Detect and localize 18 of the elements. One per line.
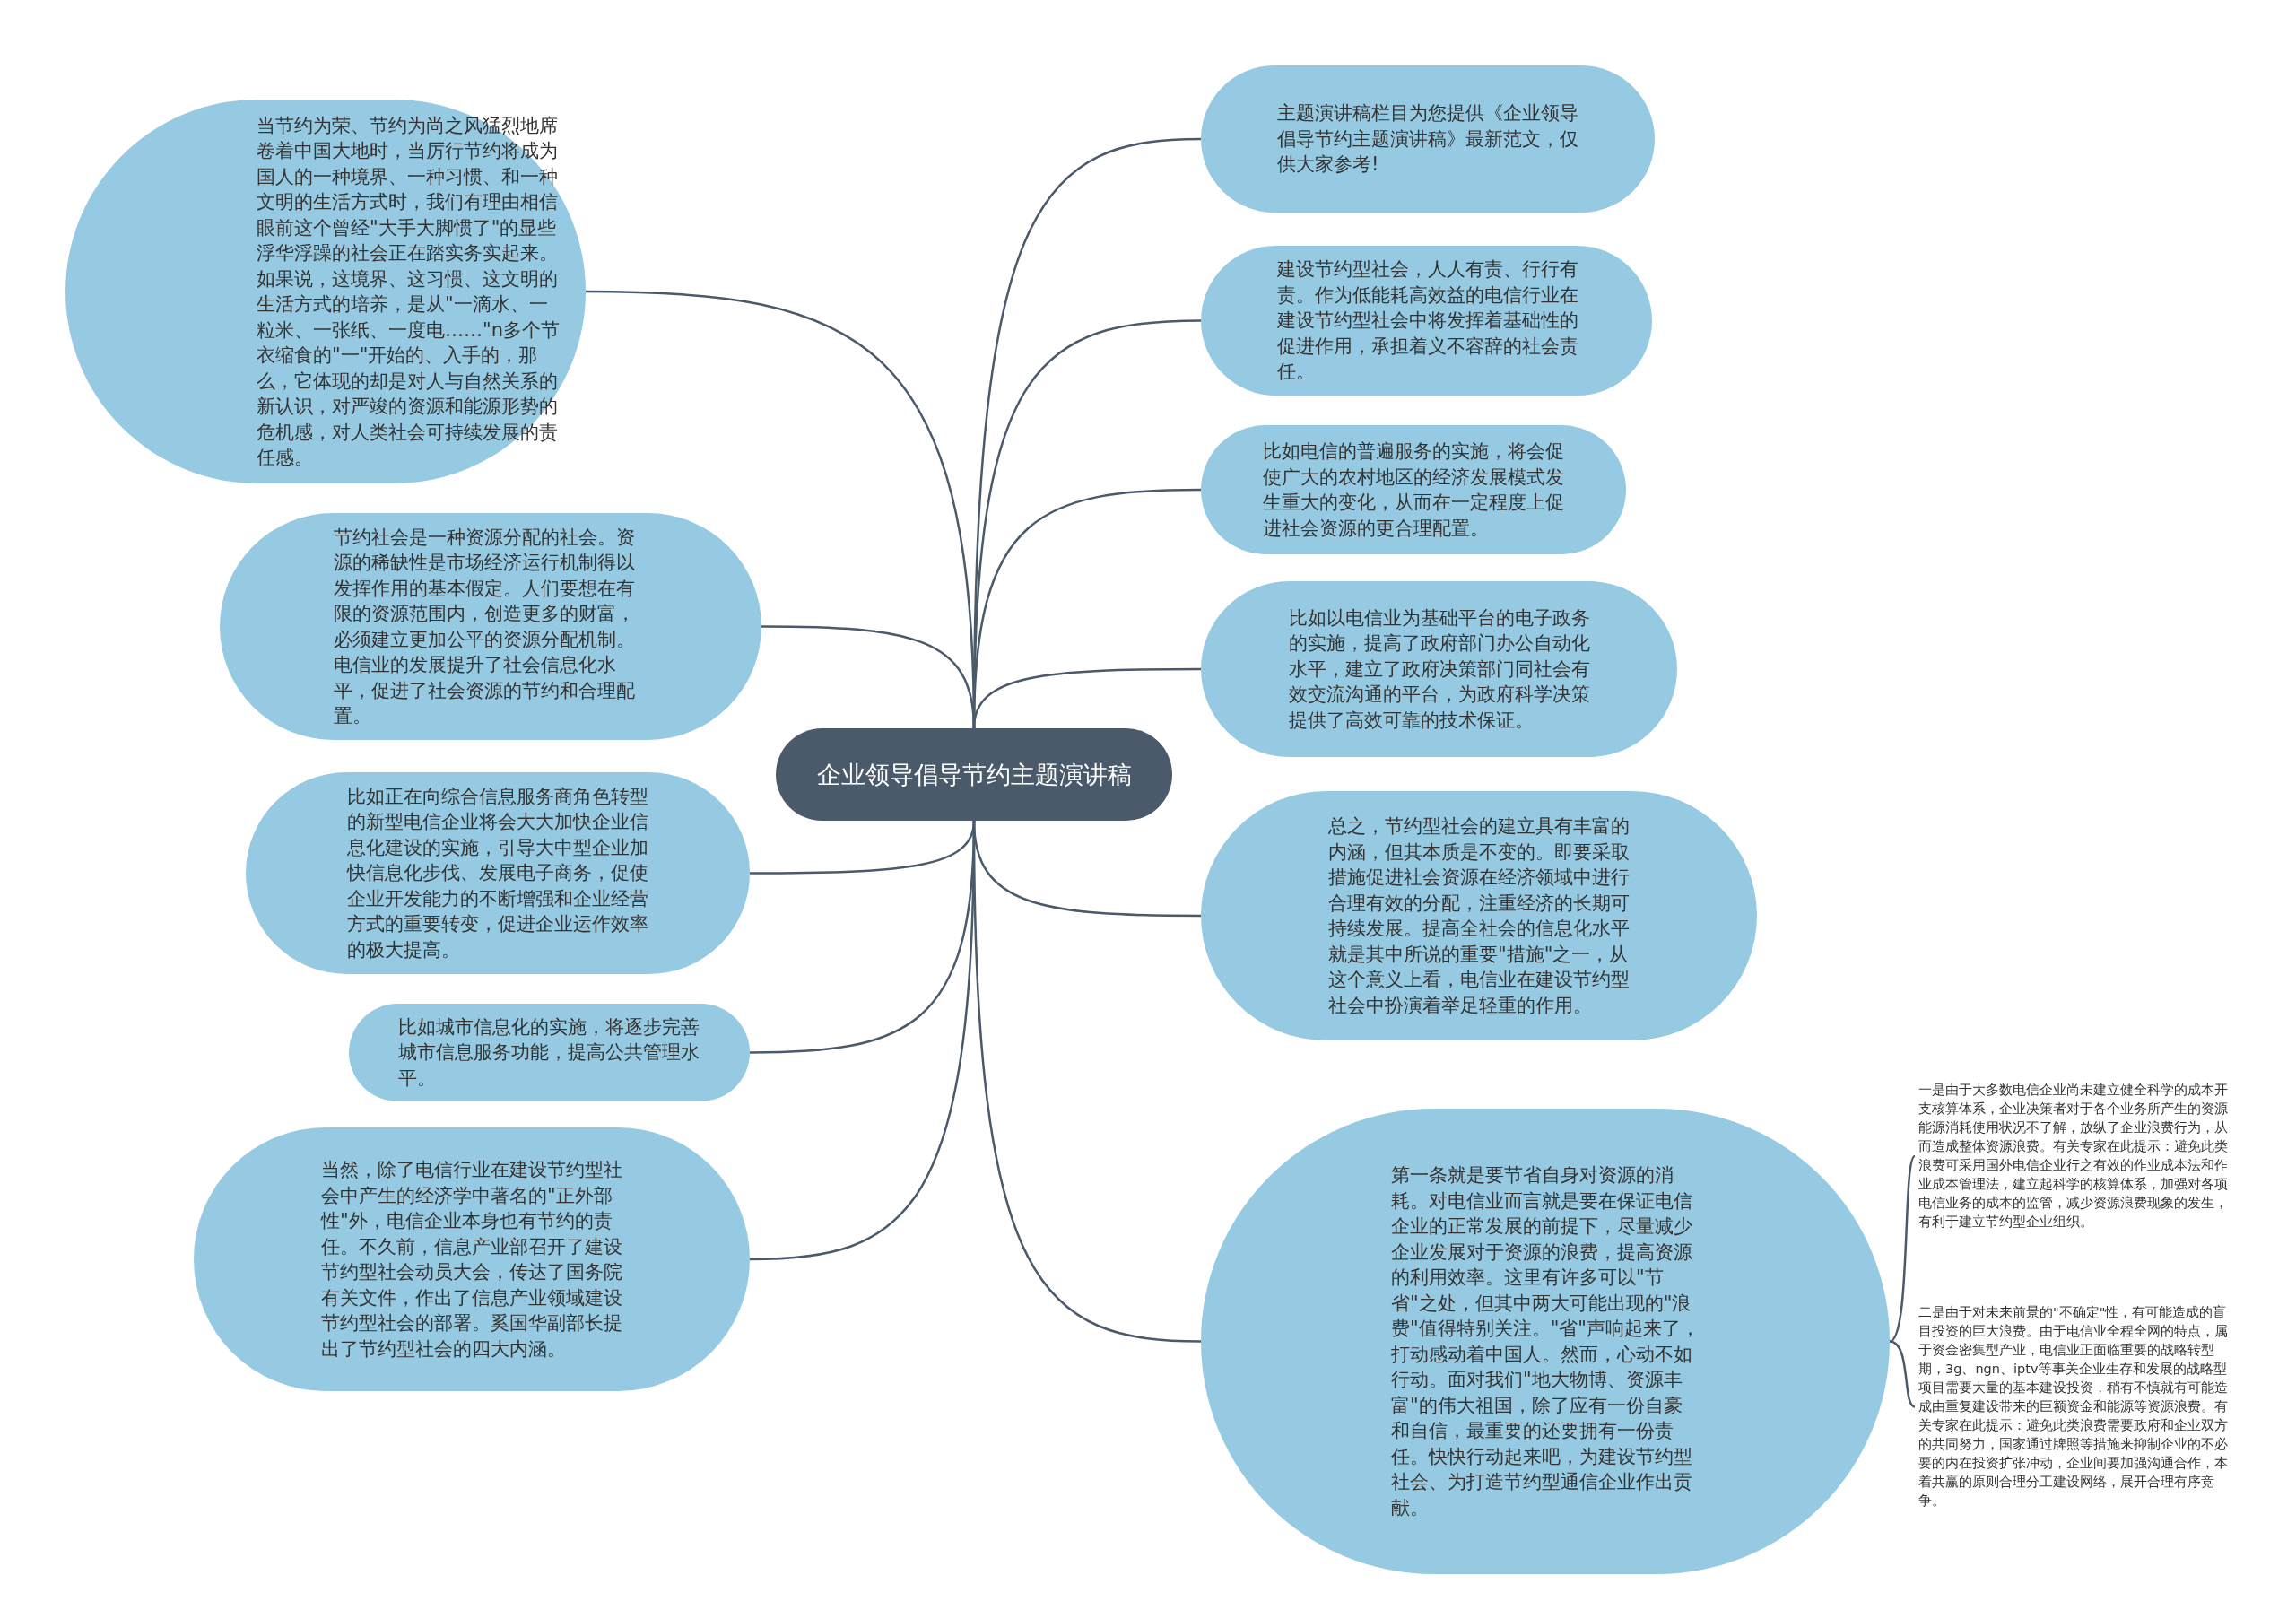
topic-text: 比如城市信息化的实施，将逐步完善城市信息服务功能，提高公共管理水平。 — [398, 1014, 700, 1091]
topic-text: 比如电信的普遍服务的实施，将会促使广大的农村地区的经济发展模式发生重大的变化，从而在一定程度上促进社会资源的更合理配置。 — [1263, 439, 1565, 541]
note-text: 一是由于大多数电信企业尚未建立健全科学的成本开支核算体系，企业决策者对于各个业务所产生的资源能源消耗使用状况不了解，放纵了企业浪费行为，从而造成整体资源浪费。有关专家在此提示：避免此类浪费可采用国外电信企业行之有效的作业成本法和作业成本管理法，建立起科学的核算体系，加强对各项电信业务的成本的监管，减少资源浪费现象的发生，有利于建立节约型企业组织。 — [1918, 1081, 2232, 1231]
topic-text: 当节约为荣、节约为尚之风猛烈地席卷着中国大地时，当厉行节约将成为国人的一种境界、一种习惯、和一种文明的生活方式时，我们有理由相信眼前这个曾经"大手大脚惯了"的显些浮华浮躁的社会正在踏实务实起来。如果说，这境界、这习惯、这文明的生活方式的培养，是从"一滴水、一粒米、一张纸、一度电……"n多个节衣缩食的"一"开始的、入手的，那么，它体现的却是对人与自然关系的新认识，对严竣的资源和能源形势的危机感，对人类社会可持续发展的责任感。 — [257, 113, 561, 470]
connector-line — [972, 667, 1201, 729]
topic-text: 建设节约型社会，人人有责、行行有责。作为低能耗高效益的电信行业在建设节约型社会中将发挥着基础性的促进作用，承担着义不容辞的社会责任。 — [1277, 257, 1579, 385]
note-text: 二是由于对未来前景的"不确定"性，有可能造成的盲目投资的巨大浪费。由于电信业全程全网的特点，属于资金密集型产业，电信业正面临重要的战略转型期，3g、ngn、iptv等事关企业生存和发展的战略型项目需要大量的基本建设投资，稍有不慎就有可能造成由重复建设带来的巨额资金和能源等资源浪费。有关专家在此提示：避免此类浪费需要政府和企业双方的共同努力，国家通过牌照等措施来抑制企业的不必要的内在投资扩张冲动，企业间要加强沟通合作，本着共赢的原则合理分工建设网络，展开合理有序竞争。 — [1918, 1303, 2232, 1510]
topic-text: 比如以电信业为基础平台的电子政务的实施，提高了政府部门办公自动化水平，建立了政府决策部门同社会有效交流沟通的平台，为政府科学决策提供了高效可靠的技术保证。 — [1289, 605, 1591, 733]
topic-text: 节约社会是一种资源分配的社会。资源的稀缺性是市场经济运行机制得以发挥作用的基本假定。人们要想在有限的资源范围内，创造更多的财富，必须建立更加公平的资源分配机制。电信业的发展提升了社会信息化水平，促进了社会资源的节约和合理配置。 — [334, 525, 636, 728]
central-topic-text: 企业领导倡导节约主题演讲稿 — [815, 759, 1133, 790]
topic-text: 总之，节约型社会的建立具有丰富的内涵，但其本质是不变的。即要采取措施促进社会资源在经济领域中进行合理有效的分配，注重经济的长期可持续发展。提高全社会的信息化水平就是其中所说的重要"措施"之一，从这个意义上看，电信业在建设节约型社会中扮演着举足轻重的作用。 — [1328, 814, 1631, 1018]
connector-line — [972, 821, 1202, 1343]
connector-line — [1889, 1340, 1916, 1408]
topic-text: 当然，除了电信行业在建设节约型社会中产生的经济学中著名的"正外部性"外，电信企业本身也有节约的责任。不久前，信息产业部召开了建设节约型社会动员大会，传达了国务院有关文件，作出了信息产业领域建设节约型社会的部署。奚国华副部长提出了节约型社会的四大内涵。 — [321, 1158, 623, 1362]
topic-text: 第一条就是要节省自身对资源的消耗。对电信业而言就是要在保证电信企业的正常发展的前提下，尽量减少企业发展对于资源的浪费，提高资源的利用效率。这里有许多可以"节省"之处，但其中两大可能出现的"浪费"值得特别关注。"省"声响起来了，打动感动着中国人。然而，心动不如行动。面对我们"地大物博、资源丰富"的伟大祖国，除了应有一份自豪和自信，最重要的还要拥有一份责任。快快行动起来吧，为建设节约型社会、为打造节约型通信企业作出贡献。 — [1391, 1163, 1700, 1520]
connector-line — [1889, 1155, 1916, 1343]
topic-text: 主题演讲稿栏目为您提供《企业领导倡导节约主题演讲稿》最新范文，仅供大家参考! — [1277, 101, 1579, 178]
topic-text: 比如正在向综合信息服务商角色转型的新型电信企业将会大大加快企业信息化建设的实施，引导大中型企业加快信息化步伐、发展电子商务，促使企业开发能力的不断增强和企业经营方式的重要转变，促进企业运作效率的极大提高。 — [347, 784, 649, 962]
